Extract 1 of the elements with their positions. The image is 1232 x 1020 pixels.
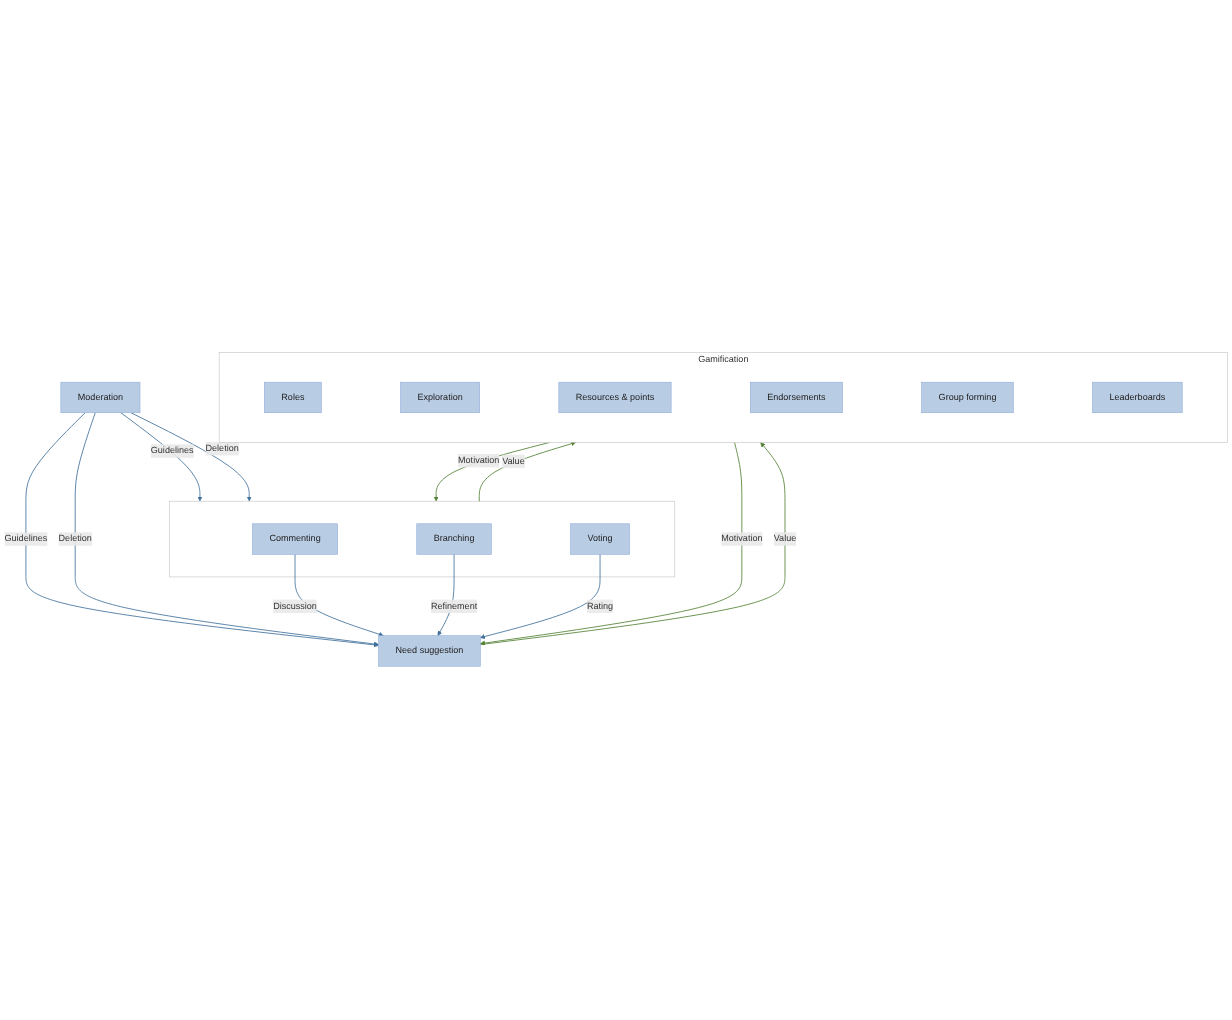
cluster <box>169 501 676 578</box>
